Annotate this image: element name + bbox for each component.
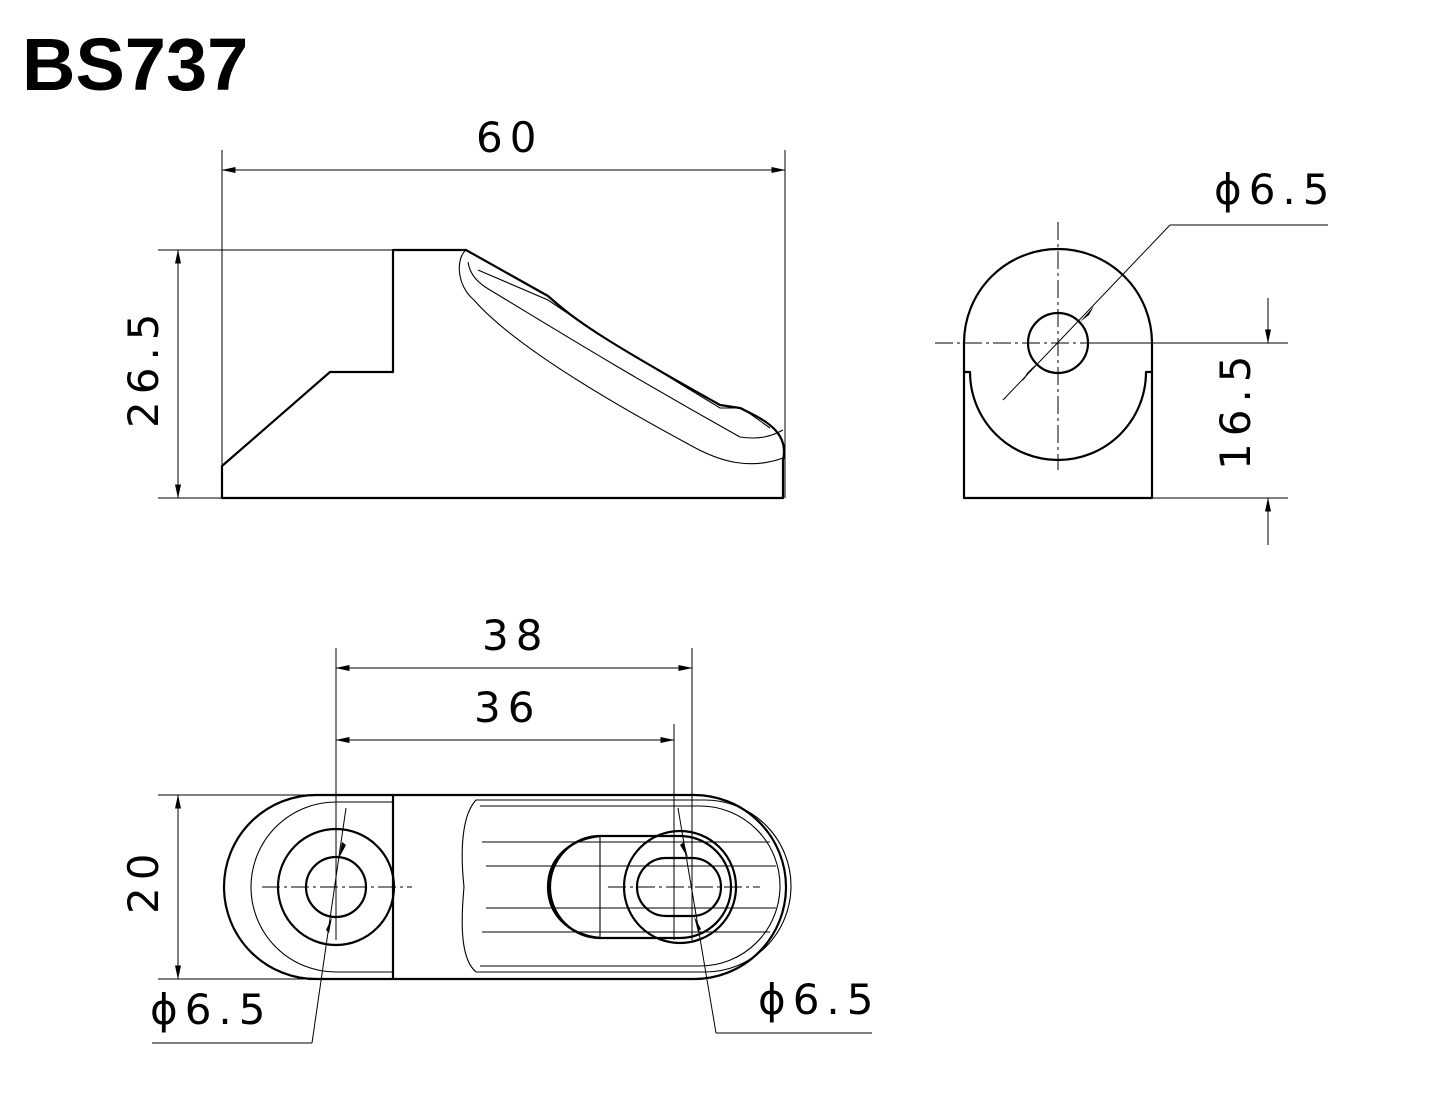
right-hole-arrow-2	[694, 916, 701, 932]
height-dimension-label: 26.5	[119, 306, 168, 428]
width-dimension-label: 20	[119, 847, 168, 914]
left-hole-arrow-1	[339, 842, 346, 858]
side-hole-diameter-label: ϕ6.5	[1214, 165, 1337, 214]
side-view-outline	[962, 247, 1154, 500]
front-view-groove-outer	[458, 249, 784, 465]
right-slot-base	[548, 834, 733, 940]
top-view: 38 36 20 ϕ6.5 ϕ6.5	[119, 611, 881, 1044]
side-hole-arrow-1	[1022, 364, 1036, 382]
outer-spacing-label: 38	[482, 611, 549, 660]
length-dimension-label: 60	[476, 113, 543, 162]
right-hole-arrow-1	[680, 842, 688, 858]
top-view-outline	[222, 793, 788, 981]
top-view-mount-arc	[250, 801, 393, 973]
left-hole-diameter-label: ϕ6.5	[150, 985, 273, 1034]
hole-height-label: 16.5	[1211, 348, 1260, 470]
top-view-groove-outline	[461, 799, 792, 973]
side-view: ϕ6.5 16.5	[935, 165, 1337, 545]
top-view-groove-inner	[480, 805, 781, 967]
side-view-saddle-curve	[964, 370, 1152, 462]
front-view-groove-line	[477, 269, 771, 429]
front-view: 60 26.5	[119, 113, 786, 500]
left-hole-arrow-2	[326, 917, 332, 933]
side-hole-arrow-2	[1080, 306, 1094, 322]
inner-spacing-label: 36	[474, 683, 541, 732]
front-view-outline	[220, 248, 786, 500]
side-hole-leader	[1002, 224, 1171, 401]
front-view-groove-inner	[467, 261, 784, 439]
right-slot-dome	[546, 834, 601, 940]
part-number-title: BS737	[22, 23, 248, 106]
right-hole-diameter-label: ϕ6.5	[758, 975, 881, 1024]
